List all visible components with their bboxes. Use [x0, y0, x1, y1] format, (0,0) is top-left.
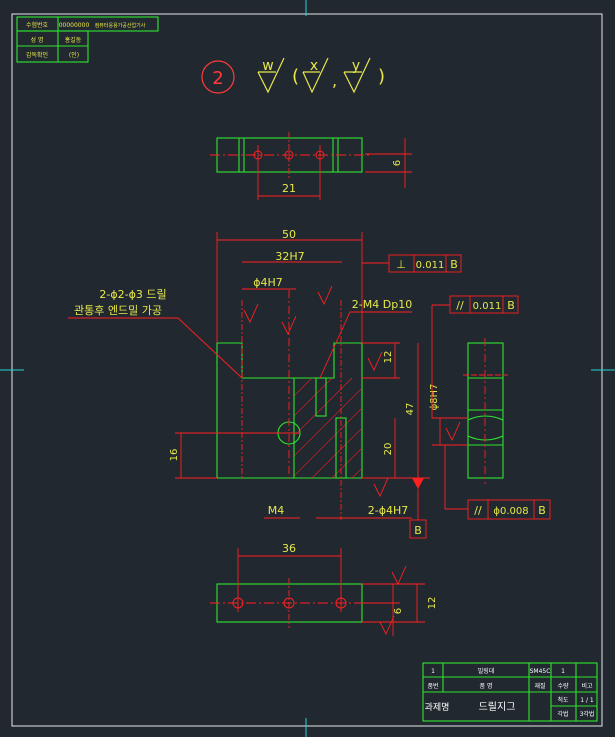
- dim-width-50: 50: [282, 228, 296, 241]
- dim-12: 12: [383, 351, 394, 364]
- tb-r2-c2: 품 명: [480, 682, 493, 690]
- dim-12-bottom: 12: [427, 597, 438, 610]
- side-view: ϕ8H7 // 0.011 B // ϕ0.008 B: [429, 295, 551, 520]
- header-label-0: 수험번호: [26, 21, 49, 29]
- roughness-y: y: [352, 58, 360, 74]
- top-view: 21 6: [210, 132, 412, 200]
- dim-47: 47: [405, 403, 416, 416]
- tb-r2-c3: 재질: [534, 682, 545, 690]
- tb-project-label: 과제명: [425, 702, 450, 713]
- tb-proj-value: 3각법: [580, 710, 595, 718]
- tap-note: 2-M4 Dp10: [352, 298, 412, 311]
- tb-r2-c1: 품번: [427, 682, 438, 690]
- tb-r2-c4: 수량: [557, 683, 569, 690]
- tb-scale-label: 척도: [557, 696, 569, 704]
- tb-r1-c1: 1: [431, 668, 435, 675]
- svg-text:(: (: [292, 66, 299, 87]
- tb-r2-c5: 비고: [581, 682, 593, 690]
- dim-phi4h7-top: ϕ4H7: [253, 276, 283, 289]
- dim-m4: M4: [268, 504, 285, 517]
- drawing-border: [11, 13, 603, 727]
- dim-32h7: 32H7: [275, 250, 304, 263]
- perp-symbol: ⊥: [396, 258, 406, 271]
- drill-note-line1: 2-ϕ2-ϕ3 드릴: [99, 288, 166, 301]
- parallel2-value: ϕ0.008: [493, 506, 528, 517]
- header-table: 수험번호 00000000 컴퓨터응용가공산업기사 성 명 홍길동 감독확인 (…: [16, 16, 159, 63]
- parallel1-symbol: //: [456, 299, 464, 312]
- header-top-right: 컴퓨터응용가공산업기사: [95, 22, 146, 29]
- dim-2phi4h7: 2-ϕ4H7: [368, 504, 409, 517]
- roughness-circled-number: 2: [212, 68, 223, 89]
- title-block: 1 밀링대 SM45C 1 품번 품 명 재질 수량 비고 과제명 드릴지그 척…: [422, 662, 598, 722]
- header-label-2: 감독확인: [26, 51, 48, 59]
- header-label-1: 성 명: [31, 36, 44, 44]
- dim-phi8h7: ϕ8H7: [429, 384, 440, 411]
- tb-scale-value: 1 / 1: [580, 697, 594, 704]
- tb-project-name: 드릴지그: [479, 700, 516, 713]
- perp-datum: B: [450, 258, 458, 271]
- header-value-2: (인): [69, 52, 79, 59]
- tb-r1-c2: 밀링대: [478, 667, 495, 675]
- dim-36: 36: [282, 542, 296, 555]
- roughness-main: w: [262, 58, 273, 74]
- front-view: 16 50 32H7 ϕ4H7 2-ϕ2-ϕ3 드릴 관통후 엔드밀 가공 2-…: [68, 228, 462, 539]
- dim-6-bottom: 6: [393, 608, 404, 614]
- tb-r1-c4: 1: [561, 668, 565, 675]
- parallel2-symbol: //: [474, 504, 482, 517]
- roughness-x: x: [310, 58, 318, 74]
- parallel2-datum: B: [538, 504, 546, 517]
- perp-value: 0.011: [416, 260, 445, 271]
- dim-top-21: 21: [282, 182, 296, 195]
- header-value-1: 홍길동: [65, 36, 82, 44]
- datum-b-box: B: [414, 524, 422, 537]
- parallel-frame-2: // ϕ0.008 B: [444, 445, 551, 520]
- perpendicularity-frame: ⊥ 0.011 B: [362, 254, 462, 273]
- svg-text:,: ,: [332, 71, 337, 90]
- parallel1-value: 0.011: [473, 301, 502, 312]
- parallel1-datum: B: [507, 299, 515, 312]
- parallel-frame-1: // 0.011 B: [431, 295, 519, 418]
- bottom-view: 36 12 6: [210, 542, 438, 636]
- tb-r1-c3: SM45C: [530, 668, 551, 675]
- surface-roughness-note: 2 w ( x , y ): [201, 57, 385, 94]
- header-value-0: 00000000: [59, 22, 90, 29]
- dim-20: 20: [383, 443, 394, 456]
- dim-top-6: 6: [392, 160, 403, 166]
- tb-proj-label: 각법: [557, 710, 568, 718]
- drill-note-line2: 관통후 엔드밀 가공: [74, 304, 162, 317]
- svg-text:): ): [378, 66, 385, 87]
- dim-16: 16: [169, 449, 180, 462]
